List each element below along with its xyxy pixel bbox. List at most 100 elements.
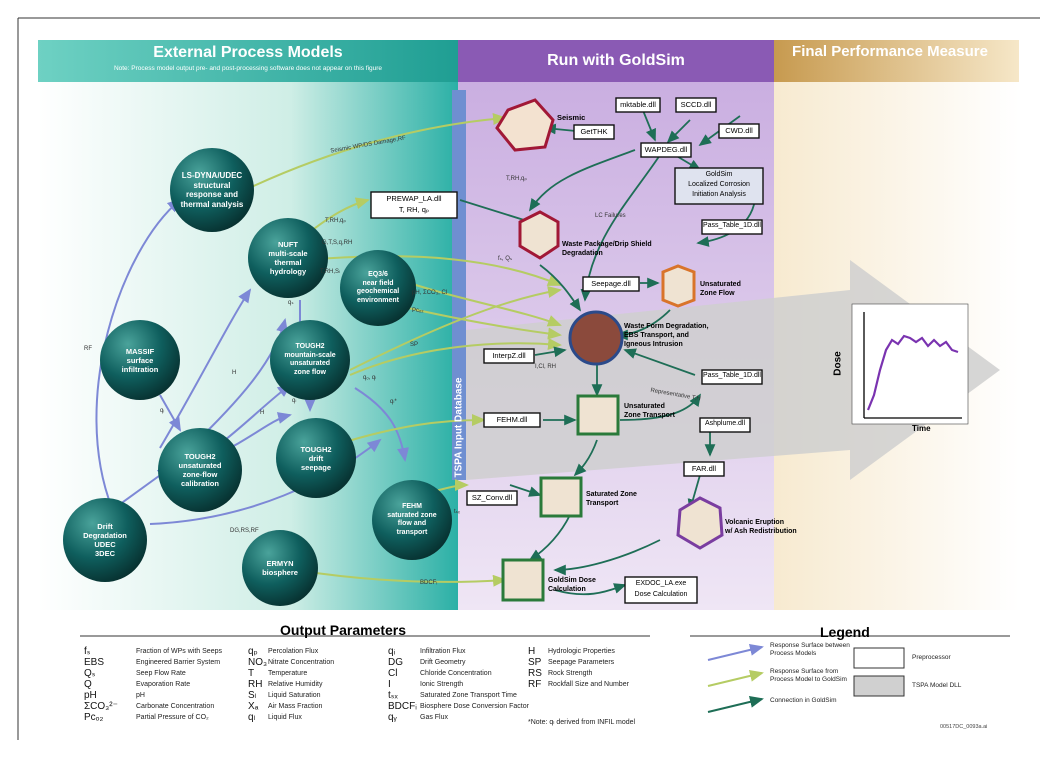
lbl-lc: LC Failures: [595, 213, 626, 219]
model-label-line: Drift: [97, 522, 113, 531]
param-symbol: qₗ: [248, 712, 256, 723]
model-label-line: thermal analysis: [180, 199, 244, 209]
param-symbol: RH: [248, 679, 263, 690]
model-label-line: LS-DYNA/UDEC: [181, 171, 243, 180]
model-label-line: seepage: [300, 462, 332, 472]
box-mktable: [615, 97, 661, 113]
model-massif: [100, 320, 180, 400]
param-symbol: tₛₓ: [388, 690, 398, 701]
param-description: Liquid Saturation: [268, 692, 321, 699]
model-label-line: environment: [356, 296, 399, 304]
icon-volcanic: [676, 496, 724, 550]
param-symbol: pH: [84, 690, 97, 701]
param-description: Carbonate Concentration: [136, 703, 215, 710]
param-symbol: DG: [388, 657, 403, 668]
label-exdoc-1: EXDOC_LA.exe: [635, 580, 687, 587]
label-pass2: Pass_Table_1D.dll: [703, 372, 761, 379]
box-getthk: [573, 124, 615, 140]
icon-uzt: [576, 394, 620, 436]
param-description: Percolation Flux: [268, 648, 319, 655]
param-description: Liquid Flux: [268, 714, 302, 721]
output-parameters-title: Output Parameters: [280, 622, 407, 638]
model-tough2cal: [158, 428, 242, 512]
figure-id: 00517DC_0093a.ai: [940, 724, 988, 730]
param-description: Drift Geometry: [420, 659, 466, 666]
lbl-h1: H: [232, 370, 237, 376]
model-label-line: hydrology: [269, 267, 307, 276]
legend-tspa: TSPA Model DLL: [912, 682, 962, 689]
param-symbol: RS: [528, 668, 542, 679]
icon-seismic: [495, 98, 555, 152]
param-description: Seep Flow Rate: [136, 670, 186, 677]
lbl-gts: G,T,S,q,RH: [322, 240, 353, 246]
model-label-line: mountain-scale: [284, 351, 336, 359]
model-label-line: zone flow: [294, 368, 326, 376]
tspa-database-label-wrap: TSPA Input Database: [452, 378, 466, 480]
legend-item-2: Response Surface from Process Model to G…: [770, 668, 847, 683]
box-exdoc: [624, 576, 698, 604]
param-symbol: Q: [84, 679, 92, 690]
param-symbol: SP: [528, 657, 542, 668]
label-mktable: mktable.dll: [620, 100, 656, 109]
model-label-line: surface: [126, 355, 154, 365]
lbl-fracs: fₛ, Qₛ: [498, 256, 513, 262]
param-description: Hydrologic Properties: [548, 648, 615, 655]
header-final: Final Performance Measure: [792, 43, 988, 60]
label-exdoc-2: Dose Calculation: [634, 591, 688, 598]
model-label-line: TOUGH2: [295, 343, 325, 350]
model-tough2mt: [270, 320, 350, 400]
lbl-pco2: Pᴄₒ₂: [412, 308, 424, 314]
legend-pre: Preprocessor: [912, 654, 951, 661]
model-label-line: TOUGH2: [300, 444, 332, 454]
label-pass1: Pass_Table_1D.dll: [703, 222, 761, 229]
model-nuft: [248, 218, 328, 298]
box-seepage: [582, 276, 640, 292]
model-label-line: structural: [193, 180, 231, 190]
model-label-line: saturated zone: [387, 511, 437, 519]
param-symbol: qᵢ: [388, 646, 396, 657]
icon-wf: [568, 310, 624, 366]
lbl-eq36out: pH, ΣCO₃, Cl: [412, 290, 448, 296]
label-interpz: InterpZ.dll: [492, 351, 526, 360]
proc-seismic: Seismic: [557, 113, 586, 122]
model-label-line: MASSIF: [125, 346, 155, 356]
param-symbol: Xₐ: [248, 701, 259, 712]
lbl-tsz: tₛₓ: [454, 509, 460, 515]
output-note: *Note: qₗ derived from INFIL model: [528, 719, 636, 726]
param-symbol: I: [388, 679, 391, 690]
label-ashplume: Ashplume.dll: [704, 420, 746, 427]
legend-item-3: Connection in GoldSim: [770, 697, 837, 704]
box-interpz: [483, 348, 535, 364]
header-external: External Process Models: [153, 44, 343, 61]
lbl-ql: qₗ: [292, 398, 297, 404]
box-cwd: [718, 123, 760, 139]
label-seepage: Seepage.dll: [591, 279, 631, 288]
model-label-line: geochemical: [356, 288, 400, 295]
lbl-h2: H: [260, 410, 265, 416]
model-lsdyna: [170, 148, 254, 232]
lbl-rf: RF: [84, 346, 92, 352]
process-icons: [495, 98, 724, 602]
icon-dose: [501, 558, 545, 602]
box-prewap: [370, 191, 458, 219]
param-description: Nitrate Concentration: [268, 659, 335, 666]
model-spheres: [63, 148, 452, 606]
box-fehmdll: [483, 412, 541, 428]
inset-xlabel: Time: [912, 424, 931, 433]
label-wapdeg: WAPDEG.dll: [644, 145, 688, 154]
model-label-line: transport: [396, 528, 428, 536]
label-prewap-2: T, RH, qₚ: [398, 205, 430, 214]
model-label-line: response and: [185, 190, 238, 199]
